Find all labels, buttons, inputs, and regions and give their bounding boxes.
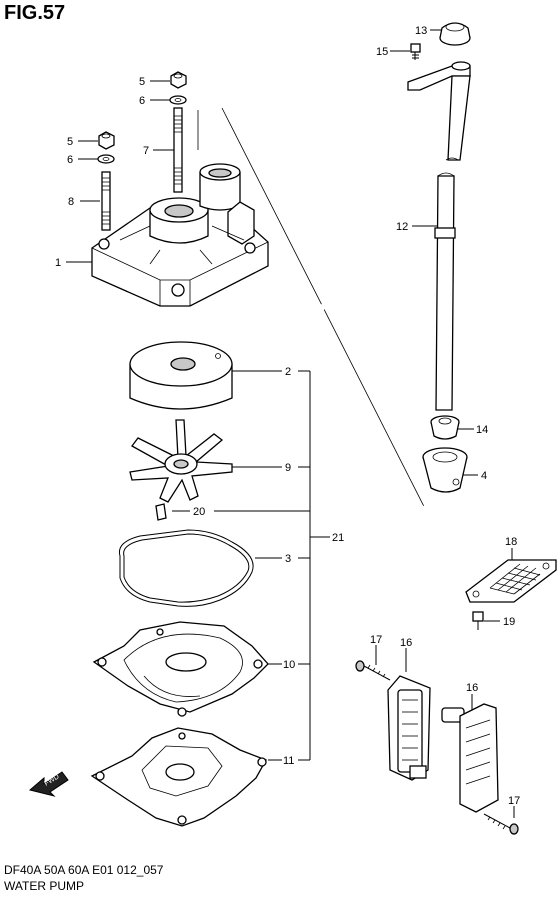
callout-6-top: 6	[139, 95, 145, 107]
callout-5: 5	[67, 136, 73, 148]
part-5-nut	[98, 131, 115, 150]
callout-1: 1	[55, 257, 61, 269]
callout-6: 6	[67, 154, 73, 166]
callout-20: 20	[193, 506, 205, 518]
callout-21: 21	[332, 532, 344, 544]
callout-14: 14	[476, 424, 488, 436]
figure-caption: DF40A 50A 60A E01 012_057 WATER PUMP	[4, 862, 163, 894]
part-1-pump-case	[91, 163, 269, 307]
callout-18: 18	[505, 536, 517, 548]
callout-17-right: 17	[508, 795, 520, 807]
part-7-stud	[173, 107, 183, 193]
callout-16-left: 16	[400, 637, 412, 649]
part-16-anode-right	[441, 703, 499, 813]
callout-17-left: 17	[370, 634, 382, 646]
part-6-washer	[97, 154, 115, 164]
callout-11: 11	[283, 755, 294, 767]
part-9-impeller	[129, 419, 233, 503]
callout-5-top: 5	[139, 76, 145, 88]
callout-4: 4	[481, 470, 487, 482]
part-13-cap	[439, 22, 471, 46]
part-5-nut-top	[170, 71, 187, 89]
callout-16-right: 16	[466, 682, 478, 694]
model-code: DF40A 50A 60A E01 012_057	[4, 863, 164, 877]
callout-9: 9	[285, 462, 291, 474]
callout-2: 2	[285, 366, 291, 378]
callout-3: 3	[285, 553, 291, 565]
callout-labels: 13 15 5 6 5 6 7 8 1 12 2 9 20 21 3 14 4 …	[55, 25, 520, 807]
part-17-screw-left	[355, 660, 391, 681]
part-19-screw	[472, 611, 484, 630]
part-12-tube	[407, 61, 471, 411]
part-20-key	[155, 503, 167, 521]
part-8-stud	[101, 171, 111, 231]
part-14-grommet	[430, 415, 460, 440]
part-11-gasket	[90, 727, 267, 827]
part-10-plate	[92, 621, 269, 717]
leader-lines	[66, 29, 515, 818]
part-15-bolt	[410, 43, 421, 60]
part-2-liner	[129, 341, 233, 410]
fwd-arrow-icon: FWD	[28, 771, 69, 797]
part-16-anode-left	[387, 675, 431, 781]
callout-8: 8	[68, 196, 74, 208]
callout-15: 15	[376, 46, 388, 58]
callout-12: 12	[396, 221, 408, 233]
part-17-screw-right	[483, 813, 519, 835]
callout-10: 10	[283, 659, 295, 671]
callout-19: 19	[503, 616, 515, 628]
part-4-sleeve	[422, 447, 468, 493]
part-18-screen	[465, 559, 557, 603]
part-3-gasket	[118, 529, 254, 607]
callout-7: 7	[143, 145, 149, 157]
figure-title: FIG.57	[4, 2, 66, 24]
figure-subtitle: WATER PUMP	[4, 879, 84, 893]
part-6-washer-top	[169, 95, 187, 105]
callout-13: 13	[415, 25, 427, 37]
